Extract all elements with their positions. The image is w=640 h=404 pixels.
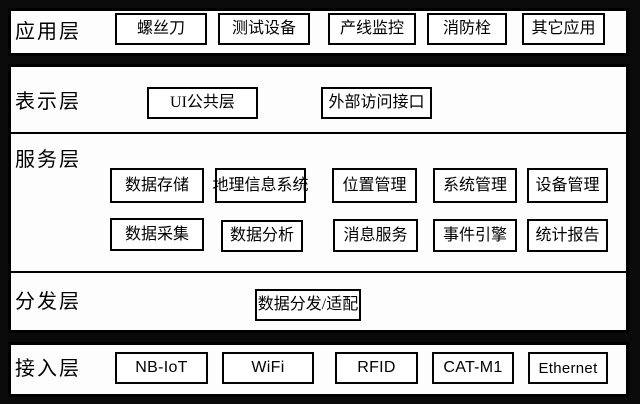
- access-box-ethernet: Ethernet: [528, 352, 608, 384]
- layer-label-access: 接入层: [15, 358, 81, 380]
- layer-label-service: 服务层: [15, 149, 81, 171]
- svc-box-system-management: 系统管理: [433, 168, 517, 203]
- svc-box-gis: 地理信息系统: [213, 168, 309, 203]
- svc-box-data-collection: 数据采集: [110, 218, 204, 251]
- access-box-cat-m1: CAT-M1: [432, 352, 514, 384]
- access-box-rfid: RFID: [335, 352, 418, 384]
- access-box-nb-iot: NB-IoT: [115, 352, 208, 384]
- svc-box-data-analysis: 数据分析: [221, 220, 303, 252]
- svc-box-data-storage: 数据存储: [110, 168, 204, 203]
- svc-box-event-engine: 事件引擎: [433, 219, 517, 252]
- layer-label-presentation: 表示层: [15, 91, 81, 113]
- access-box-wifi: WiFi: [222, 352, 314, 384]
- app-box-other-applications: 其它应用: [522, 13, 605, 45]
- pres-box-ui-common-layer: UI公共层: [147, 87, 258, 119]
- dist-box-data-distribution-adaptation: 数据分发/适配: [255, 289, 361, 321]
- app-box-screwdriver: 螺丝刀: [115, 13, 207, 45]
- app-box-test-equipment: 测试设备: [218, 13, 310, 45]
- svc-box-statistics-report: 统计报告: [527, 219, 608, 252]
- app-box-production-line-monitoring: 产线监控: [328, 13, 416, 45]
- access-layer-band: [8, 342, 629, 397]
- layer-label-application: 应用层: [15, 21, 81, 43]
- app-box-fire-hydrant: 消防栓: [427, 13, 507, 45]
- svc-box-message-service: 消息服务: [333, 219, 418, 252]
- service-distribution-divider: [11, 271, 626, 273]
- pres-box-external-access-interface: 外部访问接口: [321, 87, 432, 119]
- svc-box-device-management: 设备管理: [527, 168, 608, 203]
- presentation-service-divider: [11, 132, 626, 134]
- svc-box-location-management: 位置管理: [332, 168, 417, 203]
- layer-label-distribution: 分发层: [15, 291, 81, 313]
